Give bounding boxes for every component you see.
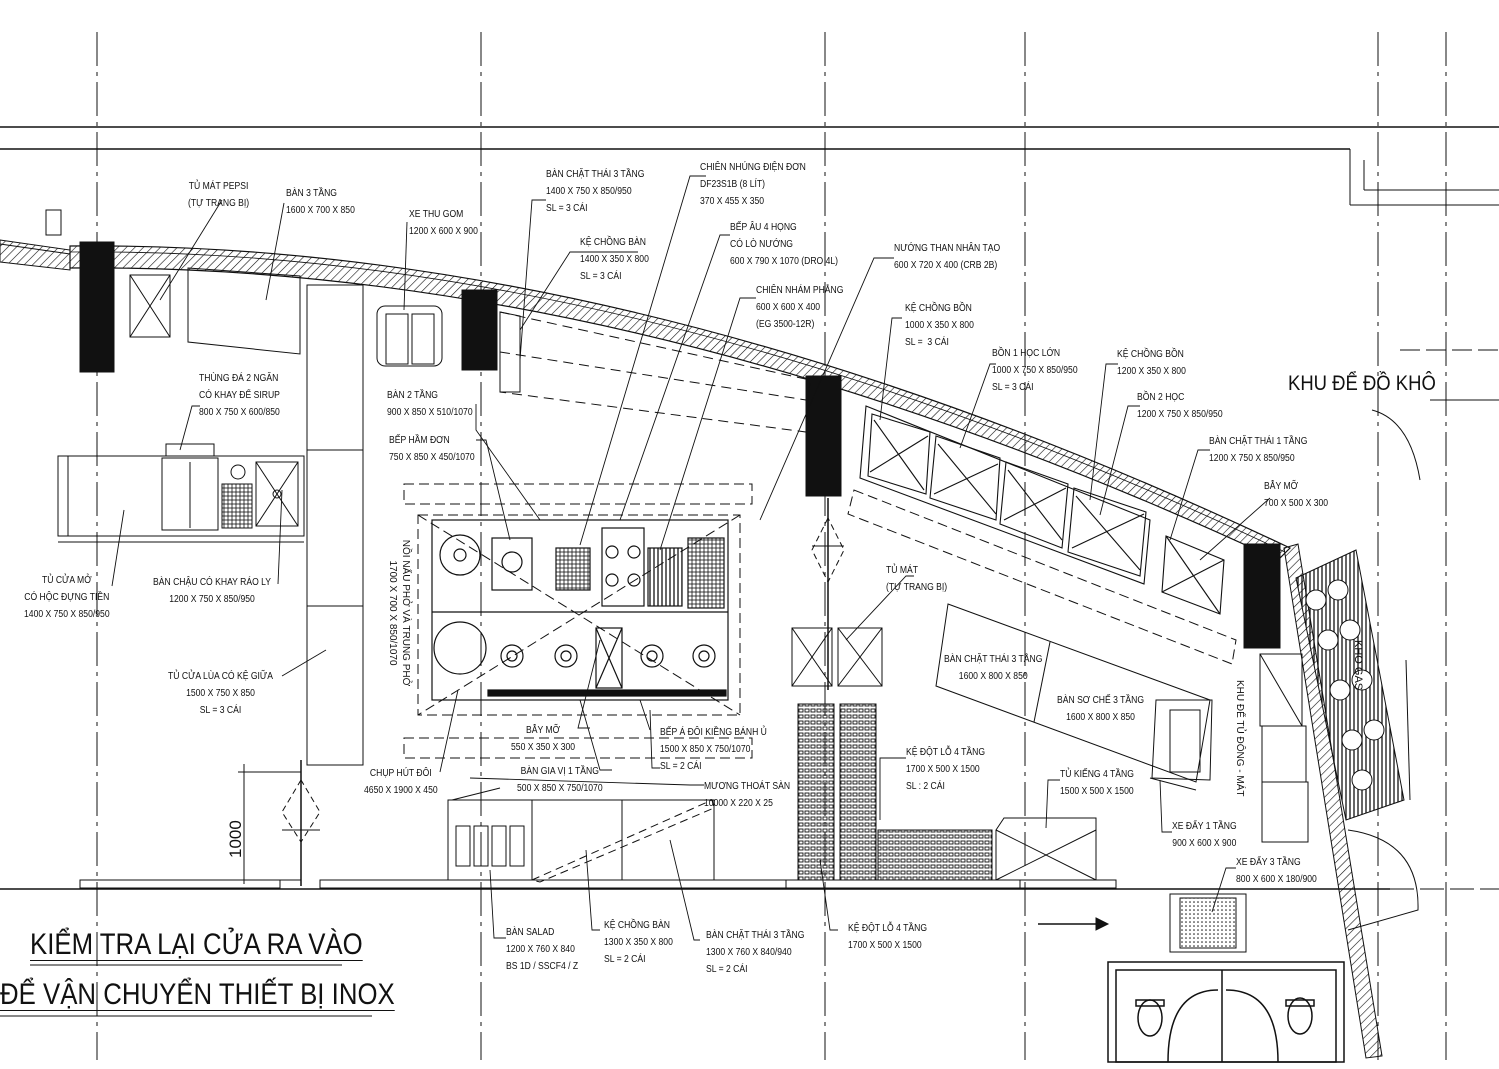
collection-cart xyxy=(376,305,443,367)
dimension-line xyxy=(238,764,250,884)
label-pepsi-fridge: TỦ MÁT PEPSI(TỰ TRANG BỊ) xyxy=(188,181,250,209)
pepsi-fridge xyxy=(129,274,171,338)
door-left xyxy=(240,760,321,886)
label-dry-storage-area: KHU ĐỂ ĐỒ KHÔ xyxy=(1288,372,1436,395)
cooking-island xyxy=(431,519,729,701)
left-wall xyxy=(0,209,71,271)
label-gas-storage: KHO GAS xyxy=(1352,640,1364,691)
note-transport-inox: ĐỂ VẬN CHUYỂN THIẾT BỊ INOX xyxy=(0,978,395,1011)
hood-frames xyxy=(403,483,753,759)
note-check-door: KIỂM TRA LẠI CỬA RA VÀO xyxy=(30,928,363,961)
three-tier-cart xyxy=(1169,893,1247,953)
restrooms xyxy=(1107,961,1345,1063)
columns xyxy=(79,241,1281,649)
door-middle xyxy=(811,498,845,690)
bottom-left-equipment xyxy=(79,787,1021,889)
right-dashed-tables xyxy=(847,489,1237,665)
glass-cabinet xyxy=(995,817,1097,881)
direction-arrow xyxy=(1038,917,1110,931)
sink-row xyxy=(859,405,1225,615)
leader-lines xyxy=(111,175,1271,941)
fridge-pair xyxy=(791,627,883,687)
table-3-tier-left xyxy=(187,267,301,355)
gas-storage xyxy=(1295,409,1421,931)
left-cabinets xyxy=(306,284,364,766)
left-counter xyxy=(57,443,305,543)
prep-tables xyxy=(935,603,1213,791)
right-wall xyxy=(1283,543,1383,1059)
dimension-1000: 1000 xyxy=(226,820,245,858)
label-fridge-right: TỦ MÁT(TỰ TRANG BỊ) xyxy=(886,565,948,593)
right-fridges xyxy=(1259,653,1309,843)
label-freezer-area: KHU ĐỂ TỦ ĐÔNG - MÁT xyxy=(1234,680,1245,797)
top-boundary xyxy=(0,126,1499,401)
